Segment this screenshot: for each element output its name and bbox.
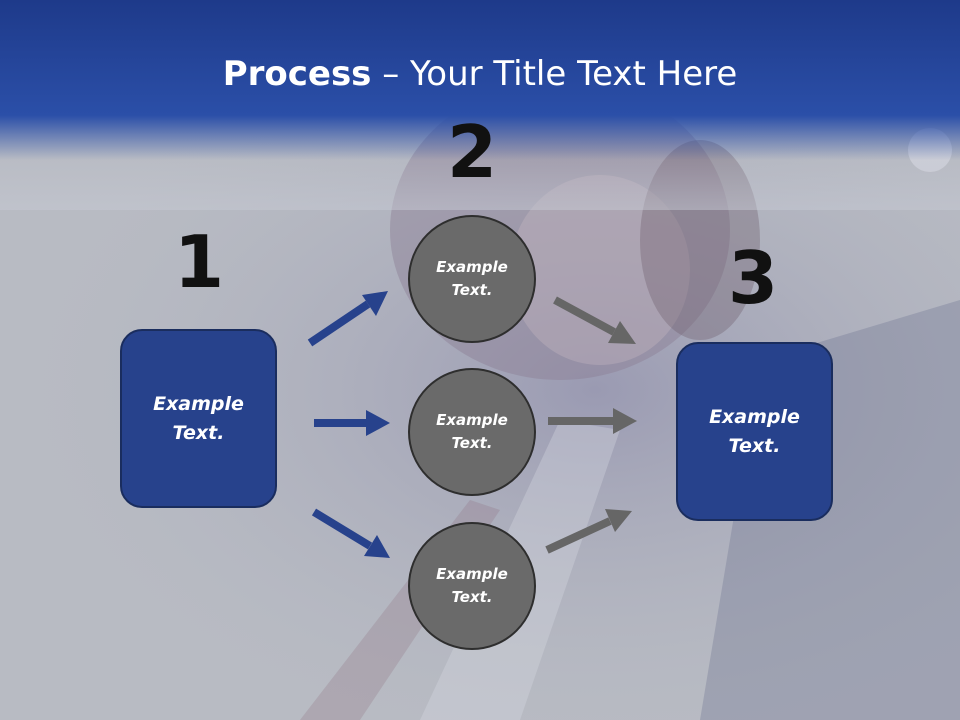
arrow-start-to-bottom	[311, 508, 390, 558]
slide-title: Process – Your Title Text Here	[0, 52, 960, 96]
circle-bottom-label: Example Text.	[436, 565, 508, 606]
circle-middle-label: Example Text.	[436, 411, 508, 452]
step-number-3: 3	[727, 236, 779, 320]
start-box: Example Text.	[120, 329, 277, 508]
arrow-start-to-middle	[314, 410, 390, 436]
start-box-label: Example Text.	[153, 392, 244, 444]
arrow-start-to-top	[307, 291, 388, 347]
arrow-middle-to-end	[548, 408, 637, 434]
circle-middle: Example Text.	[408, 368, 536, 496]
end-box-label: Example Text.	[709, 405, 800, 457]
circle-top-label: Example Text.	[436, 258, 508, 299]
circle-bottom: Example Text.	[408, 522, 536, 650]
arrow-bottom-to-end	[545, 509, 632, 554]
step-number-2: 2	[446, 110, 498, 194]
end-box: Example Text.	[676, 342, 833, 521]
circle-top: Example Text.	[408, 215, 536, 343]
title-bold: Process	[222, 54, 372, 94]
arrow-top-to-end	[553, 296, 636, 344]
title-rest: – Your Title Text Here	[371, 54, 738, 94]
step-number-1: 1	[173, 220, 225, 304]
